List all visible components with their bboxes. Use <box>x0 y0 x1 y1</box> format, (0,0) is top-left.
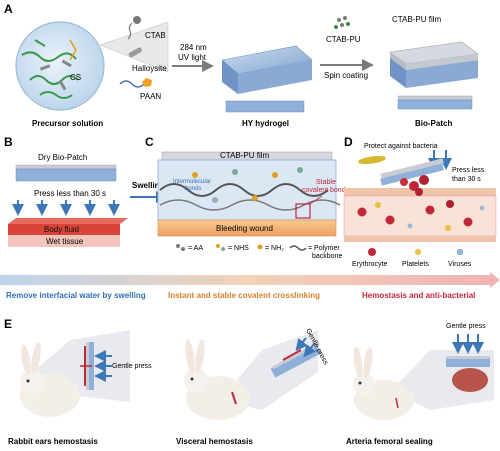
press-time-label: Press less than 30 s <box>34 189 106 198</box>
rabbit-ear-scene <box>20 330 130 417</box>
dry-bio-patch-label: Dry Bio-Patch <box>38 153 87 162</box>
tissue-layers <box>8 218 128 247</box>
femoral-caption: Arteria femoral sealing <box>346 437 433 446</box>
femoral-scene <box>353 334 494 420</box>
panel-b-letter: B <box>4 135 13 149</box>
bleeding-wound-label: Bleeding wound <box>216 224 273 233</box>
process-bar <box>0 275 490 285</box>
caption-b: Remove interfacial water by swelling <box>6 291 146 300</box>
press-less-label: Press less <box>452 167 485 174</box>
panel-e-letter: E <box>4 317 12 331</box>
process-bar-arrowhead <box>490 272 500 288</box>
caption-d: Hemostasis and anti-bacterial <box>362 291 475 300</box>
than-30s-label: than 30 s <box>452 176 481 183</box>
intermolecular-label: Intermolecular <box>173 179 211 185</box>
halloysite-icon <box>128 47 142 58</box>
legend-aa: = AA <box>188 245 203 252</box>
panel-d-letter: D <box>344 135 353 149</box>
hy-hydrogel-label: HY hydrogel <box>242 119 289 128</box>
legend-backbone: backbone <box>312 253 342 260</box>
paan-icon <box>119 78 152 88</box>
bio-patch-label: Bio-Patch <box>415 119 452 128</box>
erythrocyte-label: Erythrocyte <box>352 261 388 268</box>
hy-hydrogel <box>221 45 313 113</box>
body-fluid-label: Body fluid <box>44 225 79 234</box>
ctab-pu-icon <box>334 16 350 29</box>
cs-label: CS <box>70 73 81 82</box>
precursor-solution-label: Precursor solution <box>32 119 103 128</box>
ctab-icon <box>127 16 141 40</box>
legend-nh2: = NH₂ <box>265 245 284 252</box>
ctab-pu-label: CTAB-PU <box>326 35 361 44</box>
stable-label: Stable <box>316 179 336 186</box>
viruses-label: Viruses <box>448 261 472 268</box>
gentle-press-label-1: Gentle press <box>112 363 152 370</box>
protect-bacteria-label: Protect against bacteria <box>364 143 438 150</box>
visceral-caption: Visceral hemostasis <box>176 437 253 446</box>
rabbit-ears-caption: Rabbit ears hemostasis <box>8 437 98 446</box>
panel-c-letter: C <box>145 135 154 149</box>
visceral-scene <box>184 330 322 420</box>
legend-nhs: = NHS <box>228 245 249 252</box>
ctab-pu-film-label: CTAB-PU film <box>392 15 442 24</box>
crosslink-box <box>157 151 341 237</box>
press-arrows <box>12 200 120 216</box>
swelling-label: Swelling <box>132 181 165 190</box>
legend-icons <box>176 244 307 251</box>
halloysite-label: Halloysite <box>132 64 167 73</box>
covalent-bond-label: covalent bond <box>302 187 346 194</box>
caption-c: Instant and stable covalent crosslinking <box>168 291 320 300</box>
uv-light-label: UV light <box>178 53 207 62</box>
legend-polymer: = Polymer <box>308 245 340 252</box>
spin-coating-label: Spin coating <box>324 71 368 80</box>
paan-label: PAAN <box>140 92 161 101</box>
bio-patch <box>389 41 479 110</box>
precursor-flask <box>15 21 169 111</box>
ctab-label: CTAB <box>145 31 166 40</box>
panel-a-letter: A <box>4 2 13 16</box>
gentle-press-label-3: Gentle press <box>446 323 486 330</box>
c-film-label: CTAB-PU film <box>220 151 270 160</box>
hemostasis-scene <box>343 150 497 256</box>
intermolecular-bonds-label: bonds <box>185 186 201 192</box>
wet-tissue-label: Wet tissue <box>46 237 84 246</box>
uv-wavelength-label: 284 nm <box>180 43 207 52</box>
dry-bio-patch <box>15 164 117 182</box>
platelets-label: Platelets <box>402 261 429 268</box>
